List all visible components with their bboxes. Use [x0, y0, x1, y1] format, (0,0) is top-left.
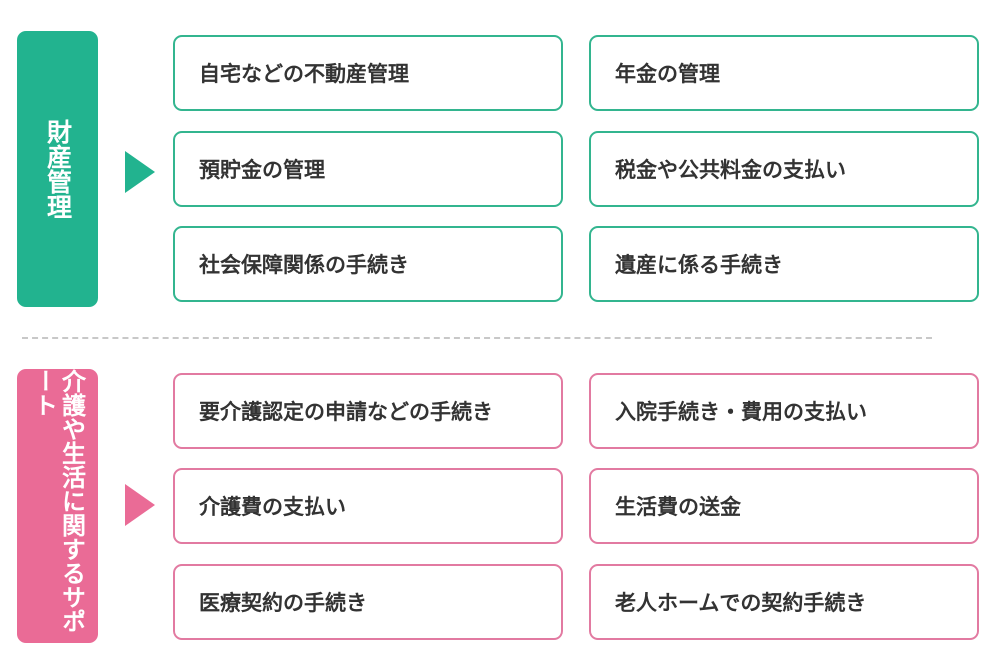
finance-item: 社会保障関係の手続き: [173, 226, 563, 302]
section-label-care: 介護や生活に関するサポート: [17, 369, 98, 643]
care-item: 入院手続き・費用の支払い: [589, 373, 979, 449]
finance-item: 年金の管理: [589, 35, 979, 111]
section-label-finance: 財産管理: [17, 31, 98, 307]
arrow-right-icon: [125, 151, 155, 193]
section-label-text: 介護や生活に関するサポート: [29, 369, 86, 633]
finance-item: 税金や公共料金の支払い: [589, 131, 979, 207]
finance-item: 自宅などの不動産管理: [173, 35, 563, 111]
care-item: 要介護認定の申請などの手続き: [173, 373, 563, 449]
section-divider: [22, 337, 932, 339]
care-item: 老人ホームでの契約手続き: [589, 564, 979, 640]
care-item: 生活費の送金: [589, 468, 979, 544]
care-item: 医療契約の手続き: [173, 564, 563, 640]
arrow-right-icon: [125, 484, 155, 526]
finance-item: 遺産に係る手続き: [589, 226, 979, 302]
section-label-text: 財産管理: [43, 119, 73, 219]
finance-item: 預貯金の管理: [173, 131, 563, 207]
care-item: 介護費の支払い: [173, 468, 563, 544]
